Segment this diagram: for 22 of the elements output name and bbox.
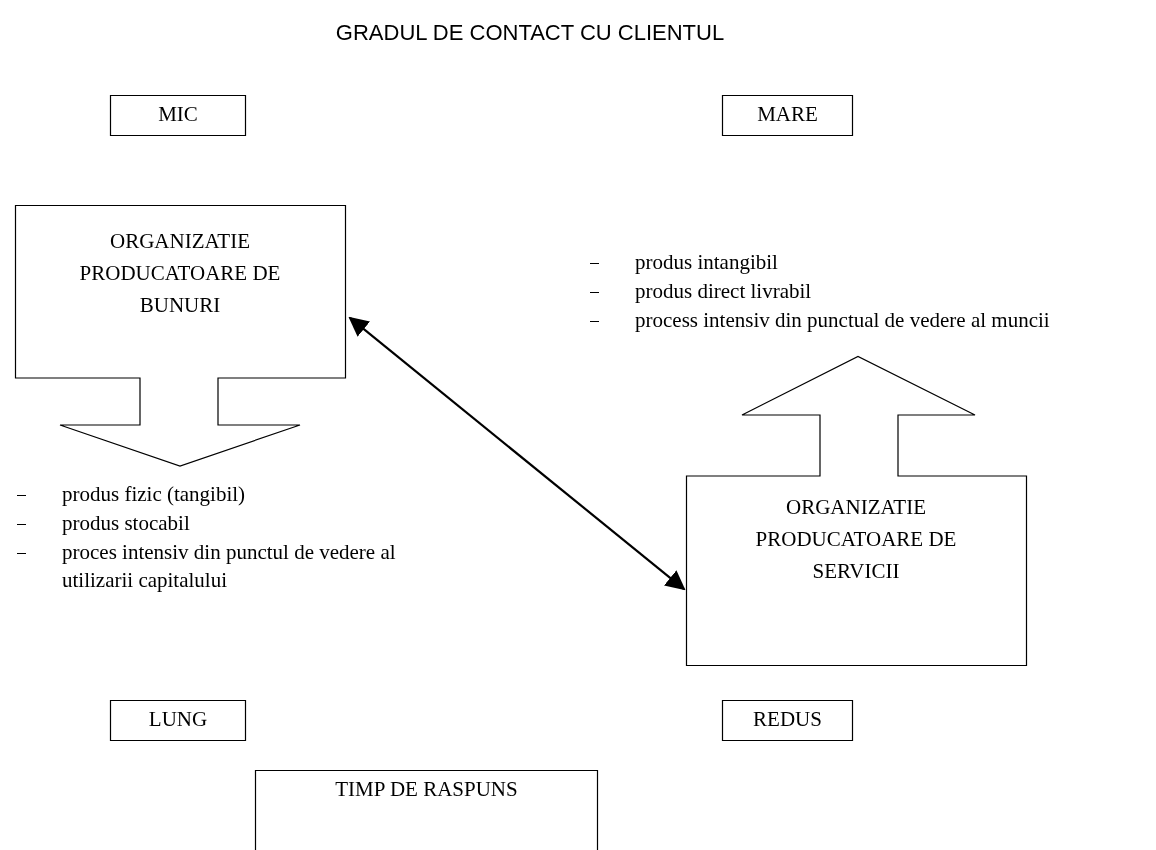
label-box (722, 95, 853, 136)
box-label: LUNG (147, 706, 209, 733)
diagram-title: GRADUL DE CONTACT CU CLIENTUL (334, 20, 726, 46)
box-label: REDUS (752, 706, 823, 733)
box-label: TIMP DE RASPUNS (334, 776, 519, 803)
label-box (255, 770, 598, 850)
box-label: MARE (756, 101, 819, 128)
list-item: produs direct livrabil (635, 278, 813, 305)
box-label: ORGANIZATIE PRODUCATOARE DE BUNURI (78, 228, 282, 319)
label-box (110, 700, 246, 741)
list-item: produs fizic (tangibil) (62, 481, 247, 508)
list-item: produs intangibil (635, 249, 779, 276)
list-item: process intensiv din punctual de vedere al muncii (635, 307, 1051, 334)
box-label: MIC (157, 101, 199, 128)
box-label: ORGANIZATIE PRODUCATOARE DE SERVICII (754, 494, 958, 585)
arrow-shaped-box (686, 356, 1027, 666)
list-item: produs stocabil (62, 510, 191, 537)
arrow-shaped-box (15, 205, 346, 467)
double-arrow (348, 316, 686, 591)
list-item: proces intensiv din punctul de vedere al utilizarii capitalului (62, 539, 397, 594)
label-box (722, 700, 853, 741)
label-box (110, 95, 246, 136)
